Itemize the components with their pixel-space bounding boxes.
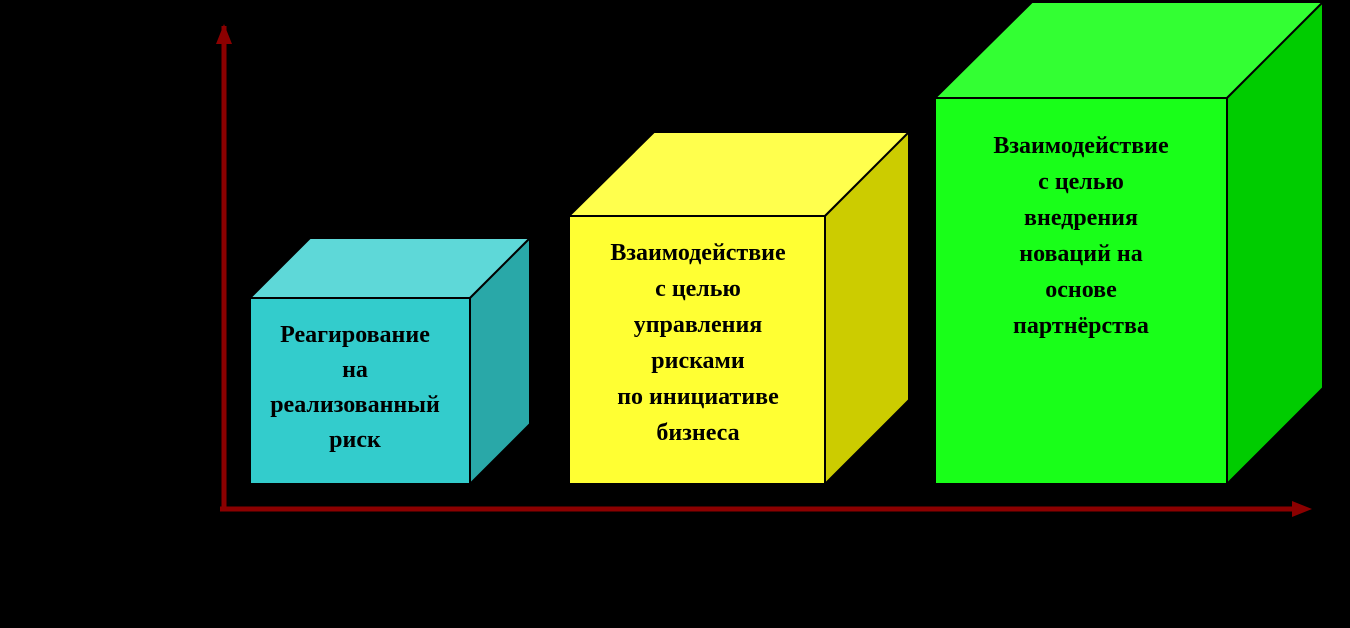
x-axis-arrowhead xyxy=(1292,501,1312,517)
cube-reaction-front xyxy=(249,297,471,485)
cube-risk-management xyxy=(566,129,912,487)
cube-innovation xyxy=(932,0,1326,487)
cube-risk-management-front xyxy=(568,215,826,485)
cube-reaction xyxy=(247,235,533,487)
y-axis-arrowhead xyxy=(216,24,232,44)
cube-innovation-front xyxy=(934,97,1228,485)
